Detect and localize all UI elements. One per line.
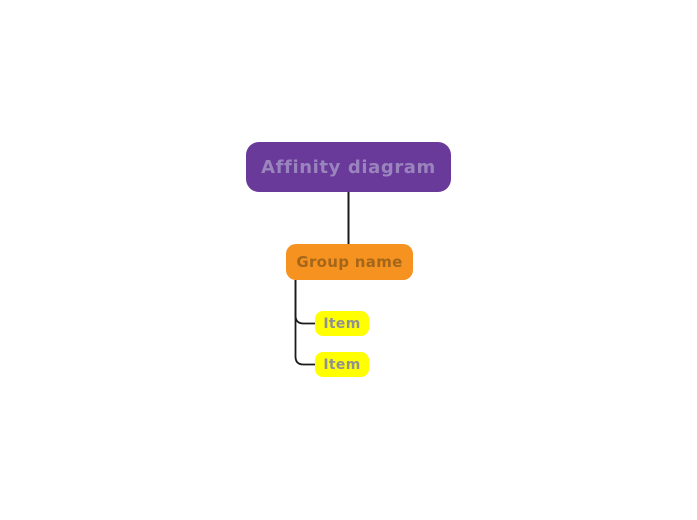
connector-group-to-item-2 xyxy=(294,280,315,366)
node-group-name[interactable]: Group name xyxy=(286,244,413,280)
node-item-label: Item xyxy=(323,315,361,332)
node-item-2[interactable]: Item xyxy=(315,352,369,377)
node-root-label: Affinity diagram xyxy=(261,156,436,178)
node-root-affinity-diagram[interactable]: Affinity diagram xyxy=(246,142,451,192)
connector-group-to-item-1 xyxy=(294,280,315,325)
node-item-label: Item xyxy=(323,356,361,373)
node-group-label: Group name xyxy=(296,253,403,271)
node-item-1[interactable]: Item xyxy=(315,311,369,336)
